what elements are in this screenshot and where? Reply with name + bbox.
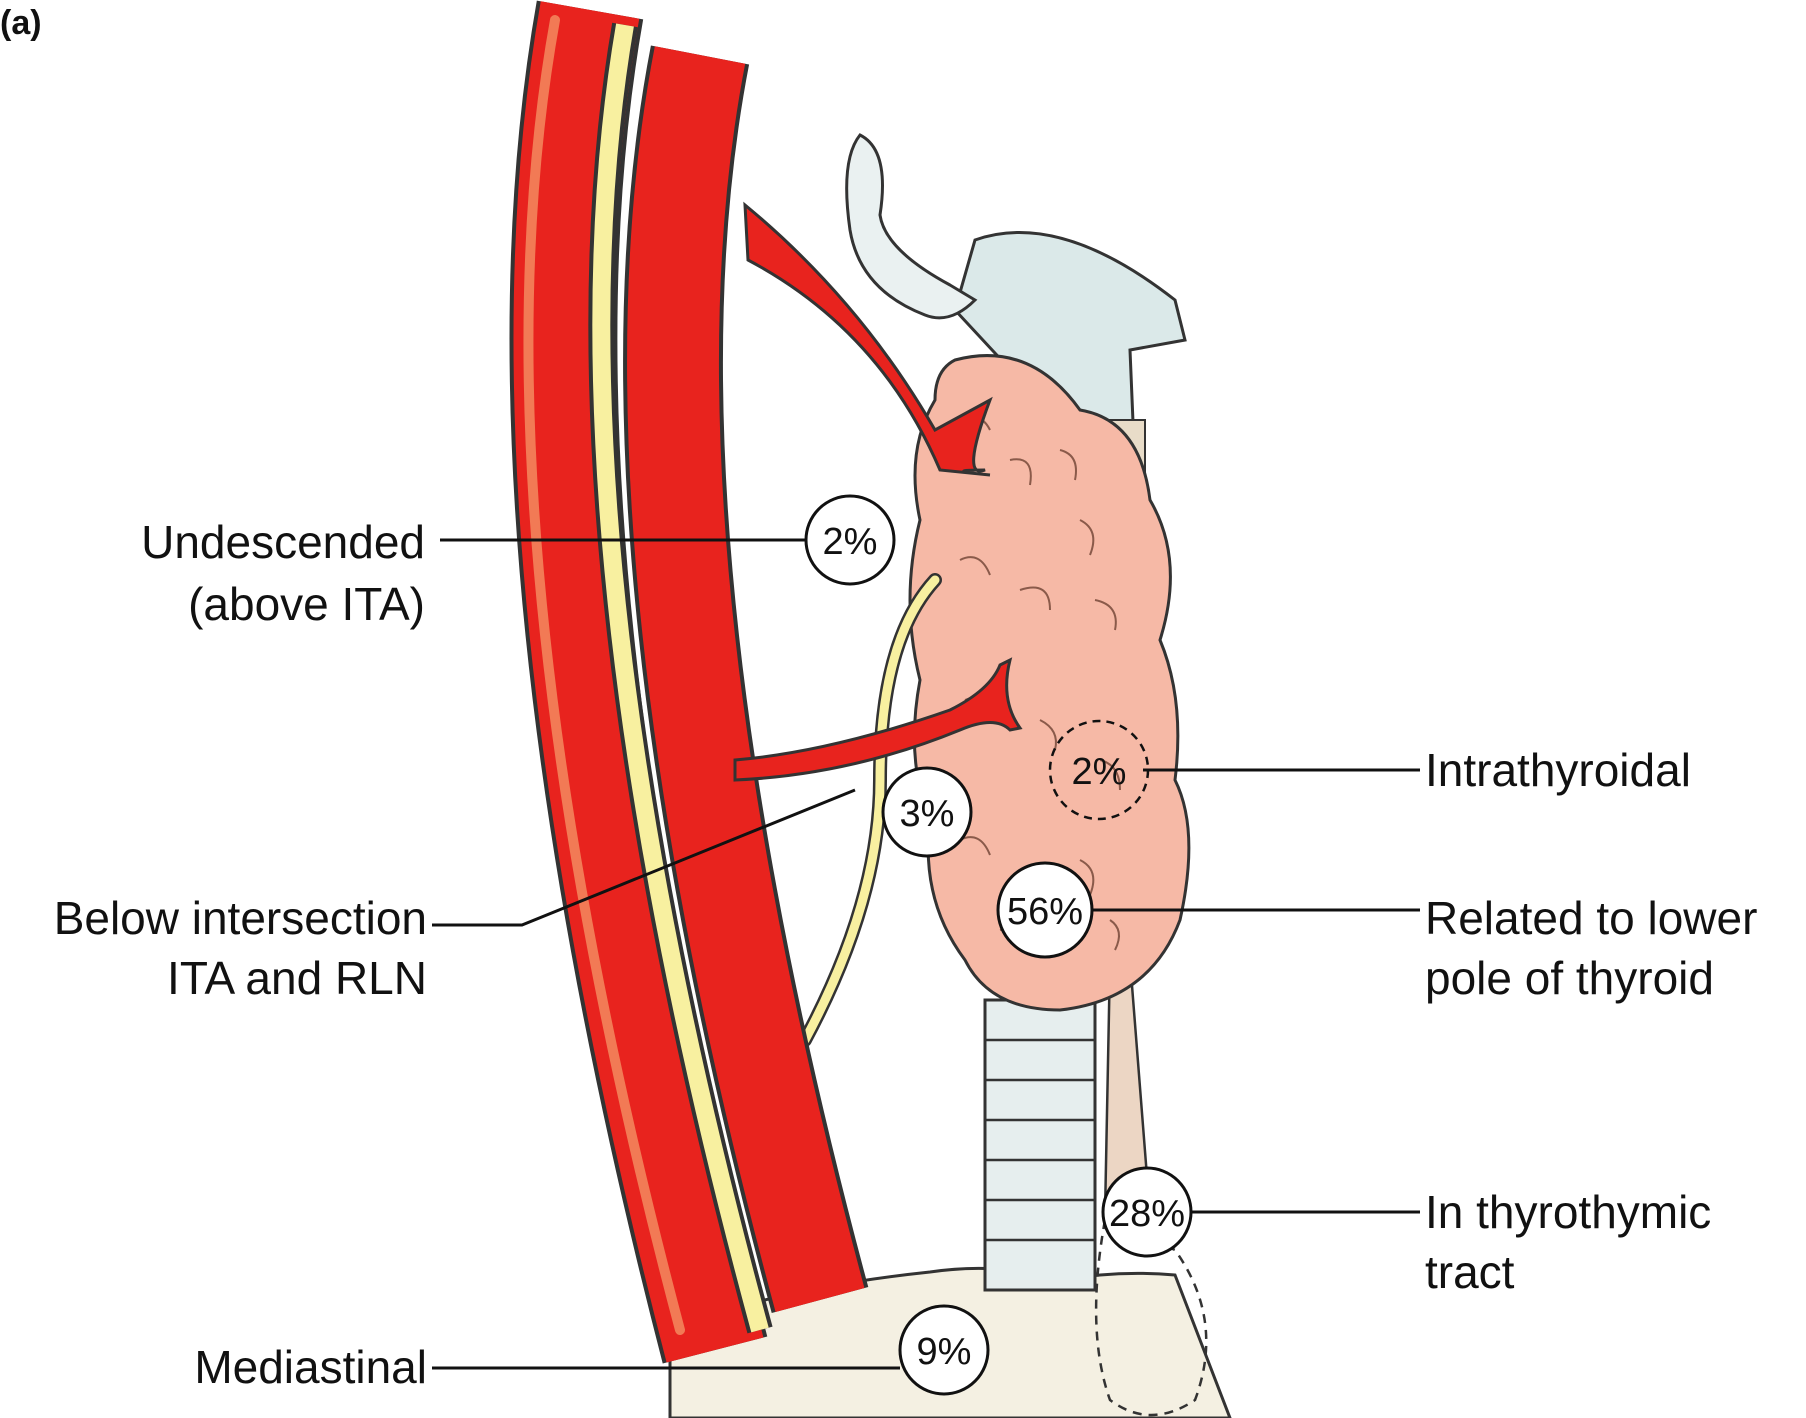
pct-mediastinal: 9%	[900, 1306, 988, 1394]
label-below-2: ITA and RLN	[167, 952, 427, 1004]
pct-thyrothymic: 28%	[1103, 1168, 1191, 1256]
label-below-1: Below intersection	[54, 892, 427, 944]
pct-lower-pole-text: 56%	[1007, 891, 1083, 933]
pct-undescended: 2%	[806, 496, 894, 584]
pct-intrathyroidal-text: 2%	[1072, 751, 1127, 793]
superior-cornu	[847, 135, 975, 318]
label-thyrothymic-2: tract	[1425, 1246, 1515, 1298]
label-thyrothymic-1: In thyrothymic	[1425, 1186, 1711, 1238]
trachea	[985, 1000, 1095, 1290]
pct-undescended-text: 2%	[823, 521, 878, 563]
label-intrathyroidal: Intrathyroidal	[1425, 744, 1691, 796]
pct-below-intersection-text: 3%	[900, 793, 955, 835]
label-undescended-2: (above ITA)	[188, 578, 425, 630]
panel-label: (a)	[0, 4, 42, 42]
pct-thyrothymic-text: 28%	[1109, 1193, 1185, 1235]
label-lower-pole-2: pole of thyroid	[1425, 952, 1714, 1004]
label-lower-pole-1: Related to lower	[1425, 892, 1757, 944]
label-mediastinal: Mediastinal	[194, 1341, 427, 1393]
pct-mediastinal-text: 9%	[917, 1331, 972, 1373]
label-undescended-1: Undescended	[141, 516, 425, 568]
pct-lower-pole: 56%	[998, 863, 1092, 957]
pct-below-intersection: 3%	[883, 768, 971, 856]
